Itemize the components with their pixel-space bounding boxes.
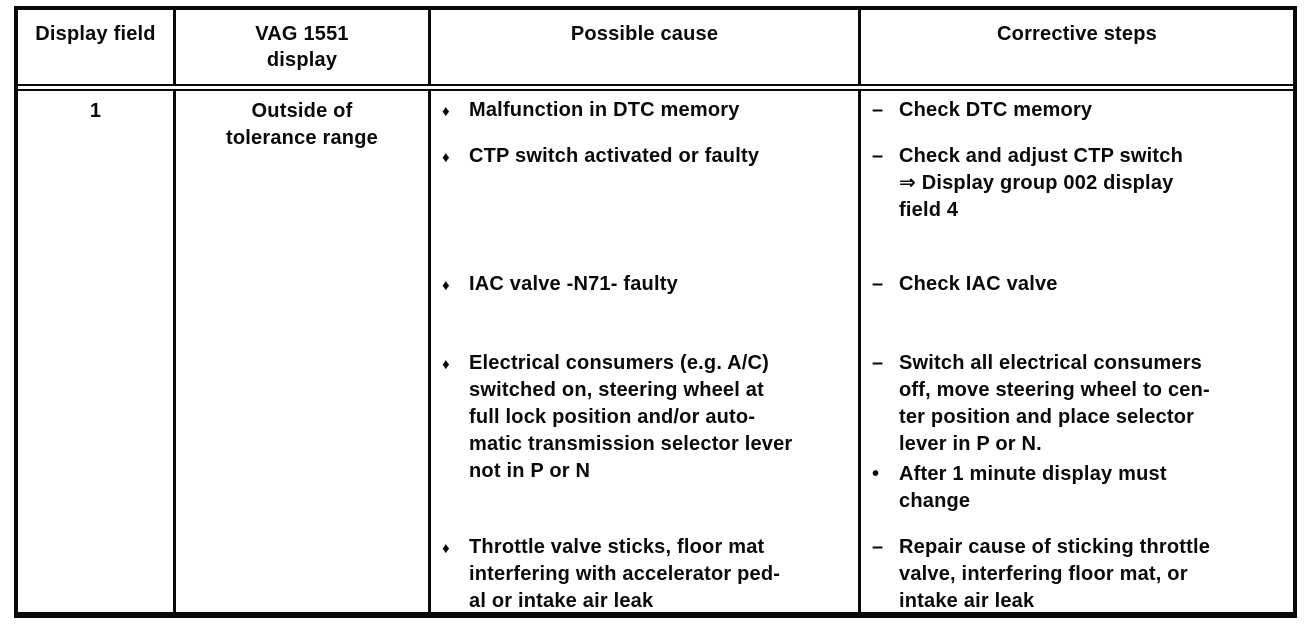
diamond-bullet-icon: ♦ [442,149,450,166]
step-text: Switch all electrical consumers off, mov… [899,352,1210,455]
step-text: Check DTC memory [899,99,1093,121]
step-note-item: • After 1 minute display must change [872,461,1289,515]
vag-display-value: Outside of tolerance range [226,100,378,149]
diamond-bullet-icon: ♦ [442,356,450,373]
cause-item: ♦ IAC valve -N71- faulty [442,271,854,299]
step-item: – Check DTC memory [872,97,1289,124]
troubleshooting-table: Display field VAG 1551 display Possible … [14,6,1297,618]
dash-marker-icon: – [872,536,884,558]
dash-marker-icon: – [872,99,884,121]
cause-text: Electrical consumers (e.g. A/C) switched… [469,352,793,482]
cause-item: ♦ CTP switch activated or faulty [442,143,854,171]
header-corrective-steps: Corrective steps [858,10,1293,84]
step-text: Repair cause of sticking throttle valve,… [899,536,1211,612]
dash-marker-icon: – [872,145,884,167]
column-corrective-steps: – Check DTC memory – Check and adjust CT… [858,91,1293,612]
step-note-text: After 1 minute display must change [899,463,1167,512]
diamond-bullet-icon: ♦ [442,540,450,557]
step-item: – Switch all electrical consumers off, m… [872,350,1289,458]
cause-item: ♦ Electrical consumers (e.g. A/C) switch… [442,350,854,485]
round-bullet-icon: • [872,463,880,485]
step-item: – Repair cause of sticking throttle valv… [872,534,1289,615]
dash-marker-icon: – [872,352,884,374]
diamond-bullet-icon: ♦ [442,277,450,294]
dash-marker-icon: – [872,273,884,295]
step-text: Check and adjust CTP switch ⇒ Display gr… [899,145,1183,221]
cause-item: ♦ Malfunction in DTC memory [442,97,854,125]
table-header-row: Display field VAG 1551 display Possible … [18,10,1293,91]
column-possible-cause: ♦ Malfunction in DTC memory ♦ CTP switch… [428,91,858,612]
cause-text: Throttle valve sticks, floor mat interfe… [469,536,781,612]
cause-item: ♦ Throttle valve sticks, floor mat inter… [442,534,854,615]
display-field-value: 1 [89,100,102,122]
diamond-bullet-icon: ♦ [442,103,450,120]
header-display-field: Display field [35,23,156,45]
cause-text: Malfunction in DTC memory [469,99,740,121]
cause-text: IAC valve -N71- faulty [469,273,678,295]
header-possible-cause: Possible cause [428,10,858,84]
table-body-row: 1 Outside of tolerance range ♦ Malfuncti… [18,91,1293,612]
column-vag-display: Outside of tolerance range [173,91,428,612]
cause-text: CTP switch activated or faulty [469,145,760,167]
step-item: – Check and adjust CTP switch ⇒ Display … [872,143,1289,224]
header-vag-1551-display: VAG 1551 display [173,10,428,84]
step-item: – Check IAC valve [872,271,1289,298]
column-display-field: 1 [18,91,173,612]
step-text: Check IAC valve [899,273,1058,295]
